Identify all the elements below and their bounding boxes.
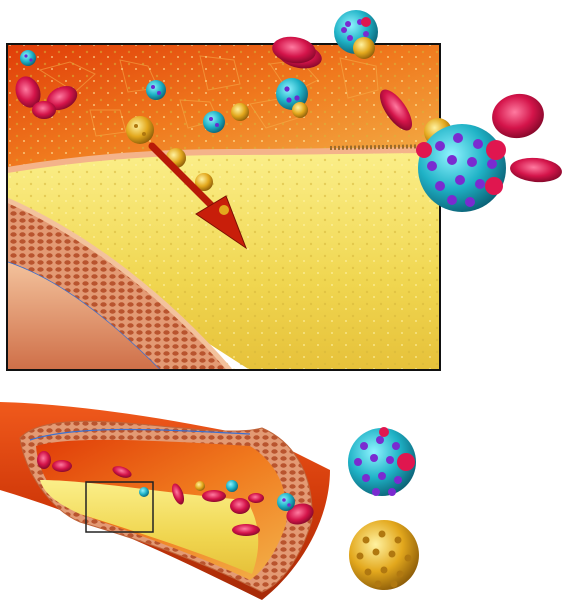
gold-particle-icon [195,481,205,491]
legend-gold-particle-icon [349,520,419,590]
cyan-particle-icon [146,80,166,100]
zoom-panel [7,44,440,370]
gold-particle-icon [353,37,375,59]
zoom-frame [6,43,441,371]
cyan-particle-icon [416,124,506,212]
cyan-particle-icon [139,487,149,497]
gold-particle-icon [126,116,154,144]
cyan-particle-icon [277,493,295,511]
gold-particle-icon [195,173,213,191]
migration-arrow-icon [148,142,248,250]
artery-red-blood-cells [37,451,314,536]
cyan-particle-icon [20,50,36,66]
cyan-particle-icon [203,111,225,133]
artery-plaque [40,480,259,574]
gold-particle-icon [231,103,249,121]
cutaway-outer-edge [29,428,251,441]
adventitia [7,262,160,370]
gold-particle-icon [292,102,308,118]
panel-particles [20,50,308,191]
zoom-region-box [85,481,154,533]
artery-particles [139,480,295,511]
cyan-particle-icon [226,480,238,492]
wall-inner-edge [7,197,232,370]
overflow-particles [272,10,562,212]
intima-edge [7,147,440,173]
artery-cross-section [0,402,330,600]
legend-cyan-particle-icon [348,427,416,496]
